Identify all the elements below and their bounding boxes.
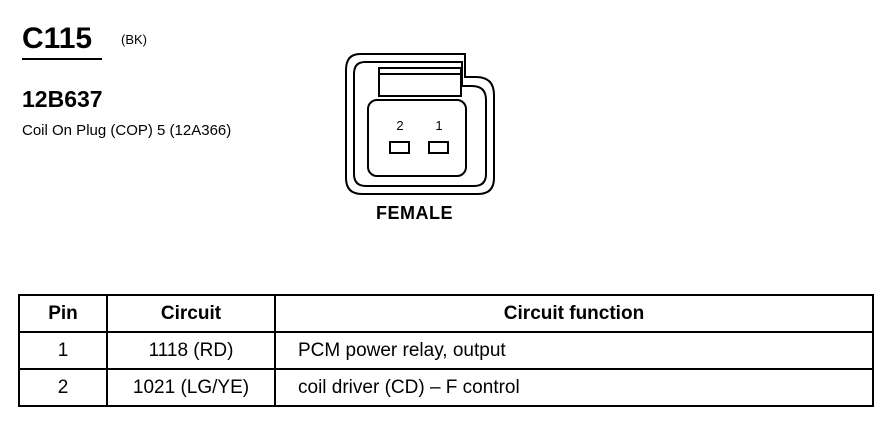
pin-cavity-area — [367, 99, 467, 177]
locking-tab — [378, 67, 462, 97]
pin-2-label: 2 — [396, 118, 403, 133]
pin-1-terminal — [428, 141, 449, 154]
circuit-cell: 1118 (RD) — [106, 331, 276, 370]
connector-inner-housing — [353, 61, 487, 187]
function-cell: coil driver (CD) – F control — [274, 368, 874, 407]
color-code: (BK) — [121, 32, 147, 47]
header-circuit: Circuit — [106, 294, 276, 333]
pinout-table: Pin Circuit Circuit function 1 1118 (RD)… — [18, 294, 874, 407]
header-pin: Pin — [18, 294, 108, 333]
function-cell: PCM power relay, output — [274, 331, 874, 370]
table-header-row: Pin Circuit Circuit function — [18, 294, 874, 333]
table-row: 2 1021 (LG/YE) coil driver (CD) – F cont… — [18, 368, 874, 407]
pin-2-terminal — [389, 141, 410, 154]
pin-cell: 2 — [18, 368, 108, 407]
pin-cell: 1 — [18, 331, 108, 370]
pin-1-label: 1 — [435, 118, 442, 133]
connector-face-diagram: 2 1 — [345, 53, 495, 195]
connector-outer-housing — [345, 53, 495, 195]
table-row: 1 1118 (RD) PCM power relay, output — [18, 331, 874, 370]
connector-description: Coil On Plug (COP) 5 (12A366) — [22, 122, 232, 139]
header-circuit-function: Circuit function — [274, 294, 874, 333]
circuit-cell: 1021 (LG/YE) — [106, 368, 276, 407]
connector-id: C115 — [22, 24, 102, 60]
connector-gender-label: FEMALE — [376, 203, 453, 223]
part-number: 12B637 — [22, 86, 103, 112]
